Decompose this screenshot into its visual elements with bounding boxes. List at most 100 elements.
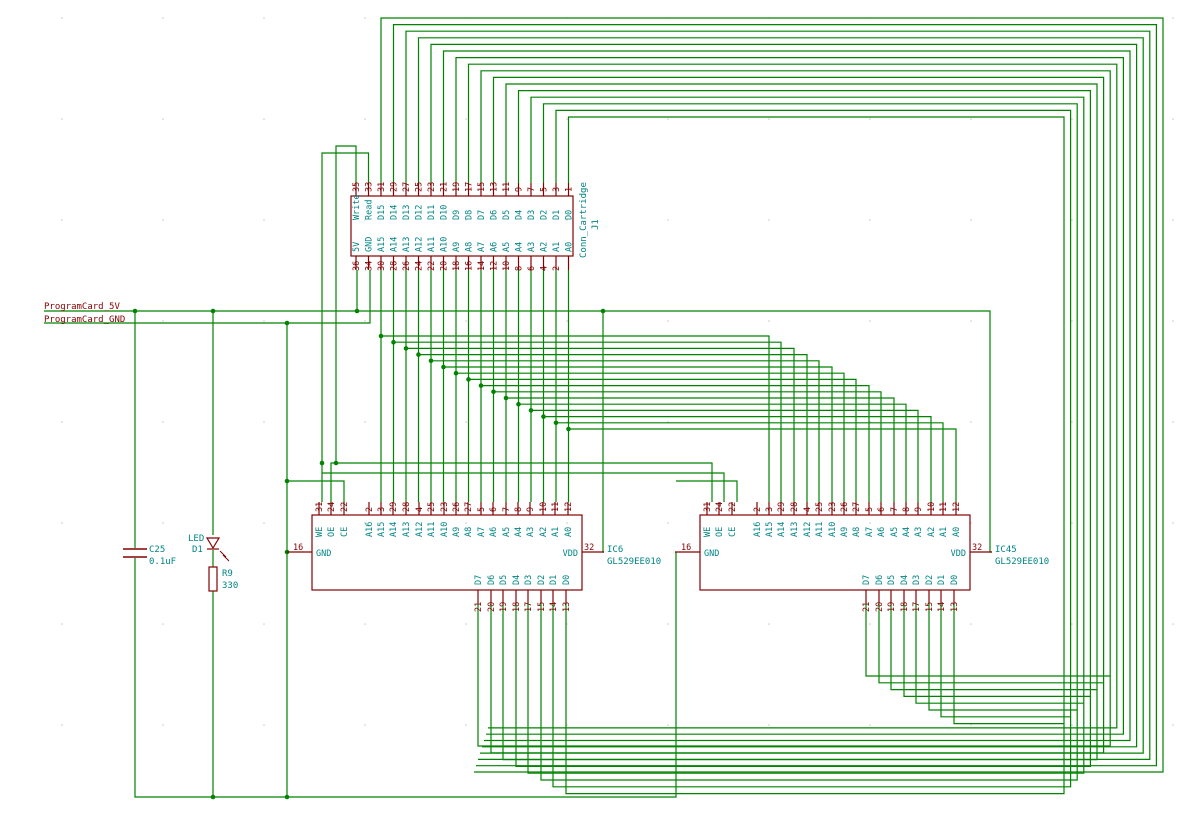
led-arrow (219, 550, 227, 558)
grid-dots (61, 17, 1174, 726)
connector-pin-name: A10 (440, 237, 450, 252)
address-wire (406, 347, 795, 502)
connector-pin-name: D14 (390, 205, 400, 220)
data-bus-wire (940, 603, 1071, 718)
grid-dot (162, 421, 164, 423)
connector-pin-number: 29 (390, 182, 400, 192)
capacitor-ref: C25 (149, 545, 165, 555)
ic-pin-number: 24 (327, 502, 337, 512)
ic-pin-number: 22 (728, 502, 738, 512)
ic-pin-name: OE (327, 527, 337, 537)
junction-dot (333, 460, 339, 466)
ic-pin-number: 12 (564, 502, 574, 512)
ic-pin-name: D5 (499, 575, 509, 585)
data-bus-wire (878, 603, 1104, 684)
grid-dot (364, 724, 366, 726)
connector-pin-name: A5 (502, 242, 512, 252)
connector-pin-name: A6 (490, 242, 500, 252)
grid-dot (970, 219, 972, 221)
connector-pin-name: A7 (477, 242, 487, 252)
grid-dot (263, 421, 265, 423)
connector-pin-number: 36 (352, 261, 362, 271)
junction-dot (428, 358, 434, 364)
grid-dot (1071, 724, 1073, 726)
ic-pin-number: 21 (862, 602, 872, 612)
ic-pin-name: A9 (840, 527, 850, 537)
grid-dot (61, 421, 63, 423)
address-wire (443, 366, 833, 502)
ic-pin-number: 9 (914, 507, 924, 512)
grid-dot (566, 219, 568, 221)
connector-pin-number: 20 (440, 261, 450, 271)
data-bus-wire (565, 116, 1065, 795)
ic-pin-number: 24 (715, 502, 725, 512)
connector-pin-name: D12 (415, 205, 425, 220)
ic-pin-name: A4 (514, 527, 524, 537)
connector-pin-number: 13 (490, 182, 500, 192)
data-bus-wire (392, 24, 1158, 767)
ic-pin-name: A1 (939, 527, 949, 537)
grid-dot (768, 623, 770, 625)
data-bus-wire (502, 83, 1098, 761)
ic-pin-name: A4 (902, 527, 912, 537)
connector-pin-number: 28 (390, 261, 400, 271)
grid-dot (364, 320, 366, 322)
junction-dot (284, 478, 290, 484)
connector-ref: J1 (591, 219, 601, 230)
ic-pin-name: CE (340, 527, 350, 537)
ic-pin-name: GND (316, 549, 331, 559)
connector-pin-name: D13 (402, 205, 412, 220)
ic-pin-number: 27 (464, 502, 474, 512)
grid-dot (61, 623, 63, 625)
ic-pin-number: 29 (389, 502, 399, 512)
ic-pin-number: 23 (440, 502, 450, 512)
address-wire (543, 416, 932, 502)
junction-dot (541, 414, 546, 419)
junction-dot (441, 364, 446, 370)
ic-pin-number: 9 (526, 507, 536, 512)
ic-pin-number: 32 (584, 543, 594, 553)
grid-dot (465, 724, 467, 726)
connector-pin-number: 2 (552, 266, 562, 271)
connector-pin-name: A12 (415, 237, 425, 252)
junction-dot (566, 426, 571, 432)
grid-dot (162, 724, 164, 726)
connector-pin-number: 17 (465, 182, 475, 192)
connector-pin-number: 24 (415, 261, 425, 271)
ic-pin-number: 28 (790, 502, 800, 512)
address-wire (431, 360, 820, 502)
ic-pin-name: D3 (912, 575, 922, 585)
connector-pin-name: D5 (502, 210, 512, 220)
grid-dot (768, 320, 770, 322)
grid-dot (61, 118, 63, 120)
address-wire (493, 391, 882, 502)
connector-pin-name: A9 (452, 242, 462, 252)
address-wire (393, 341, 782, 502)
connector-pin-number: 6 (527, 266, 537, 271)
grid-dot (667, 522, 669, 524)
connector-pin-number: 35 (352, 182, 362, 192)
ic-pin-name: A6 (489, 527, 499, 537)
connector-pin-name: D8 (465, 210, 475, 220)
connector-pin-number: 8 (515, 266, 525, 271)
grid-dot (465, 219, 467, 221)
ic-pin-name: A6 (877, 527, 887, 537)
connector-pin-number: 1 (565, 187, 575, 192)
grid-dot (465, 421, 467, 423)
grid-dot (1172, 320, 1174, 322)
ce-line (287, 480, 345, 502)
ic-pin-name: A14 (777, 522, 787, 537)
connector-pin-number: 12 (490, 261, 500, 271)
connector-pin-name: D4 (515, 210, 525, 220)
data-bus-wire (890, 603, 1097, 691)
grid-dot (364, 17, 366, 19)
grid-dot (364, 118, 366, 120)
connector-pin-name: A13 (402, 237, 412, 252)
write-line (335, 145, 713, 502)
ic-pin-number: 20 (875, 602, 885, 612)
grid-dot (869, 623, 871, 625)
ic-pin-name: A15 (765, 522, 775, 537)
grid-dot (667, 118, 669, 120)
ic-pin-name: A2 (927, 527, 937, 537)
